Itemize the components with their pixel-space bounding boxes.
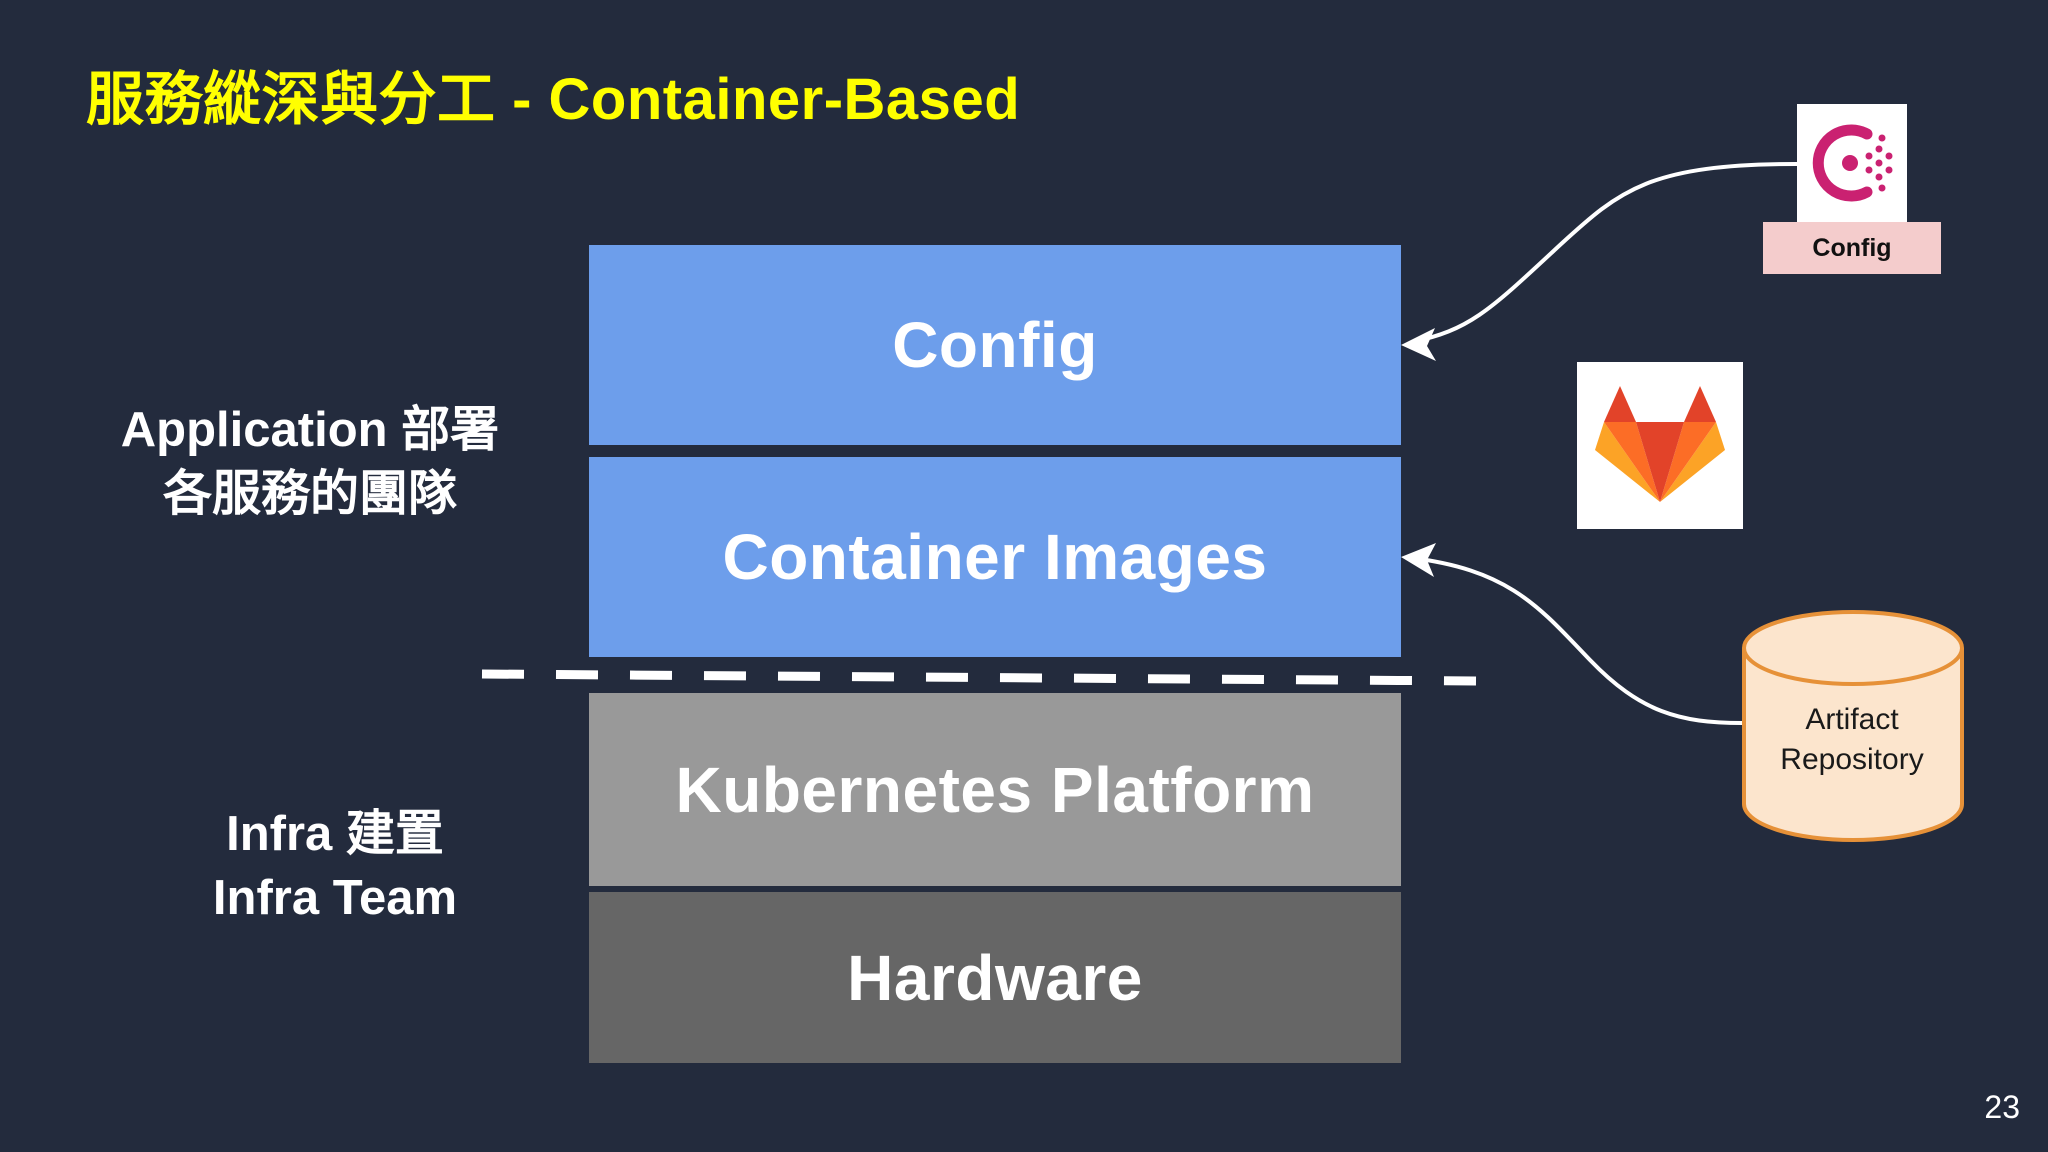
repository-text: Repository [1780, 743, 1924, 776]
hardware-layer-label: Hardware [847, 941, 1143, 1014]
config-layer-label: Config [892, 309, 1098, 381]
kubernetes-platform-layer-label: Kubernetes Platform [675, 753, 1315, 826]
infra-build-text: Infra 建置 [226, 807, 444, 861]
application-team-text: 各服務的團隊 [162, 467, 457, 521]
hardware-layer: Hardware [589, 892, 1401, 1063]
infra-team-text: Infra Team [212, 871, 458, 925]
artifact-repository-label: Artifact Repository [1745, 700, 1959, 780]
artifact-to-images-arrow [1411, 556, 1743, 725]
container-images-layer: Container Images [589, 457, 1401, 657]
gitlab-logo [1577, 362, 1743, 529]
application-side-label: Application 部署 各服務的團隊 [90, 398, 530, 526]
consul-to-config-arrow [1411, 162, 1798, 344]
page-number: 23 [1984, 1089, 2020, 1125]
slide-title: 服務縱深與分工 - Container-Based [86, 67, 1021, 132]
gitlab-logo-icon [1595, 386, 1725, 502]
consul-logo-icon [1812, 124, 1893, 202]
kubernetes-platform-layer: Kubernetes Platform [589, 693, 1401, 886]
consul-logo [1797, 104, 1907, 222]
responsibility-divider [481, 669, 1477, 686]
consul-config-label: Config [1763, 222, 1941, 274]
infra-side-label: Infra 建置 Infra Team [110, 802, 560, 930]
artifact-repository-cylinder [1742, 610, 1964, 842]
images-arrowhead [1401, 543, 1436, 577]
artifact-text: Artifact [1805, 703, 1899, 736]
config-layer: Config [589, 245, 1401, 445]
container-images-layer-label: Container Images [722, 521, 1268, 593]
application-deploy-text: Application 部署 [120, 403, 500, 457]
config-arrowhead [1401, 328, 1436, 361]
